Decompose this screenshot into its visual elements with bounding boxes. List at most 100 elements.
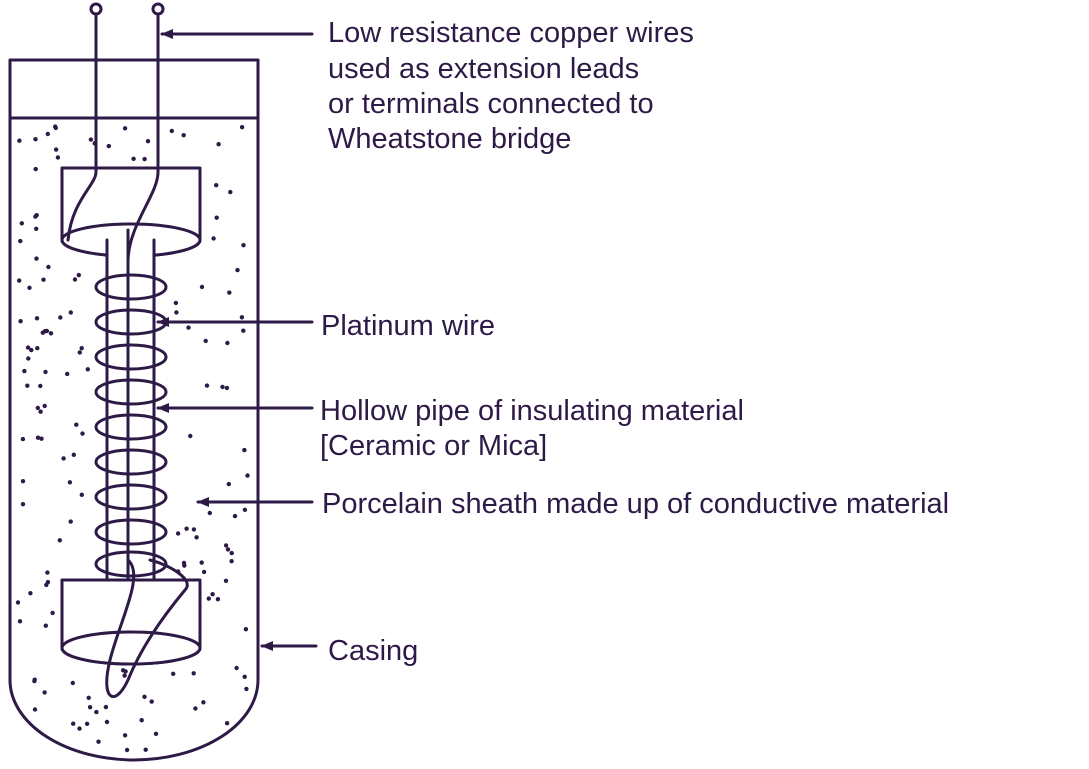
coil-loop (94, 483, 168, 511)
terminal-left-icon (89, 2, 103, 16)
sheath-dot (32, 707, 38, 712)
sheath-dot (232, 513, 238, 519)
copper-wires-label-line-4: Wheatstone bridge (328, 123, 571, 155)
coil-loop (94, 518, 168, 546)
sheath-dot (27, 285, 32, 290)
sheath-dot (96, 739, 101, 744)
sheath-dot (223, 543, 229, 548)
sheath-dot (214, 183, 219, 188)
sheath-dot (201, 569, 207, 575)
sheath-dot (239, 125, 245, 130)
sheath-dot (45, 579, 51, 585)
terminal-right-icon (151, 2, 165, 16)
sheath-dot (186, 325, 191, 330)
coil-loop (94, 343, 168, 371)
sheath-dot (25, 345, 31, 350)
sheath-dot (26, 356, 31, 361)
sheath-dot (80, 431, 85, 436)
sheath-dot (43, 623, 48, 628)
sheath-dot (85, 367, 91, 372)
sheath-dot (20, 502, 26, 507)
sheath-dot (35, 405, 40, 411)
sheath-dot (131, 156, 136, 161)
upper-block (60, 166, 202, 258)
platinum-wire-coil (94, 273, 168, 578)
sheath-dot (38, 409, 43, 414)
sheath-dot (104, 719, 110, 725)
sheath-dot (17, 138, 22, 143)
sheath-dot (74, 422, 79, 427)
sheath-dot (42, 403, 47, 409)
sheath-dot (76, 272, 82, 278)
copper-wires-label-line-3: or terminals connected to (328, 88, 654, 120)
sheath-dot (175, 531, 181, 536)
hollow-pipe-label-line-1: Hollow pipe of insulating material (320, 395, 744, 427)
sheath-dot (227, 290, 232, 295)
sheath-dot (225, 547, 231, 552)
sheath-dot (199, 560, 204, 565)
sheath-dot (193, 706, 198, 711)
sheath-dot (215, 597, 221, 602)
sheath-dot (223, 578, 229, 583)
sheath-dot (184, 526, 189, 531)
coil-loop (94, 448, 168, 476)
sheath-dot (17, 278, 22, 283)
callout-arrows (156, 29, 318, 651)
sheath-dot (199, 284, 205, 290)
sheath-dot (38, 383, 43, 389)
sheath-dot (242, 507, 248, 512)
sheath-dot (245, 473, 250, 478)
sheath-dot (67, 480, 73, 485)
sheath-dot (153, 731, 159, 736)
sheath-dot (72, 277, 78, 282)
sheath-dot (139, 718, 144, 723)
sheath-dot (50, 610, 55, 616)
sheath-dot (142, 156, 147, 162)
sheath-dot (235, 267, 240, 273)
sheath-dot (226, 481, 231, 487)
hollow-pipe-label-line-2: [Ceramic or Mica] (320, 430, 547, 462)
sheath-dot (79, 492, 85, 497)
sheath-dot (29, 347, 34, 353)
sheath-dot (242, 674, 247, 679)
sheath-dot (224, 385, 230, 391)
lower-block (60, 578, 202, 666)
sheath-dot (84, 721, 90, 726)
sheath-dot (34, 226, 39, 231)
sheath-dot (20, 436, 26, 442)
sheath-dot (42, 690, 47, 695)
sheath-dot (229, 550, 234, 556)
sheath-dot (17, 619, 23, 624)
sheath-dot (53, 147, 59, 152)
sheath-dot (68, 310, 74, 315)
sheath-dot (65, 371, 70, 377)
lead-wires (66, 2, 189, 699)
casing-label: Casing (328, 635, 418, 667)
sheath-dot (124, 747, 130, 753)
sheath-dot (53, 125, 58, 131)
sheath-dot (242, 447, 247, 453)
sheath-dot (39, 436, 44, 441)
sheath-dot (181, 560, 187, 566)
sheath-dot (32, 678, 37, 684)
sheath-dot (22, 368, 27, 374)
sheath-dot (55, 155, 61, 160)
sheath-dot (45, 131, 50, 137)
sheath-dot (25, 383, 30, 388)
sheath-dot (228, 189, 233, 195)
sheath-dots (15, 124, 250, 753)
sheath-dot (239, 315, 245, 320)
sheath-dot (191, 527, 197, 532)
casing-outline (8, 58, 260, 762)
sheath-dot (244, 686, 249, 692)
sheath-dot (19, 221, 24, 226)
sheath-dot (181, 133, 186, 138)
sheath-dot (201, 700, 206, 705)
sheath-dot (169, 128, 174, 134)
copper-wires-label-line-2: used as extension leads (328, 53, 639, 85)
sheath-dot (41, 277, 46, 282)
sheath-dot (145, 139, 151, 144)
sheath-dot (33, 137, 38, 142)
sheath-dot (173, 300, 179, 306)
